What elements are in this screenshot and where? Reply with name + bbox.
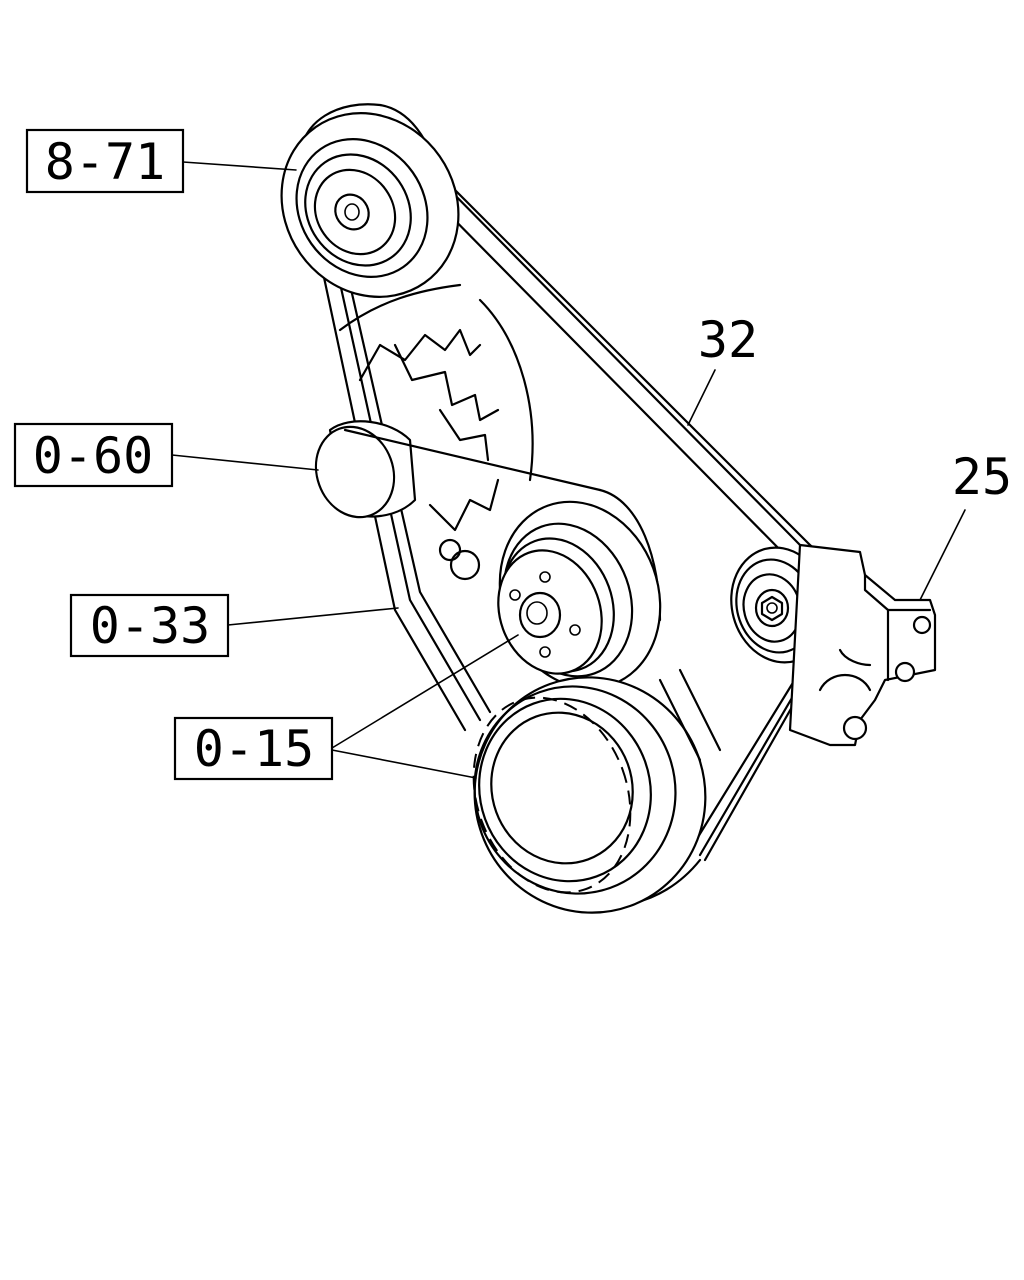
tensioner-bracket (788, 543, 937, 747)
crankshaft-pulley (472, 668, 722, 914)
callout-25: 25 (952, 448, 1012, 506)
callout-0-60: 0-60 (13, 422, 174, 488)
callout-0-33-text: 0-33 (90, 597, 210, 655)
water-pump-pulley (497, 500, 662, 690)
bracket-plate (338, 283, 534, 581)
callout-0-33: 0-33 (69, 593, 230, 658)
callout-0-60-text: 0-60 (33, 427, 153, 485)
tension-roller (314, 420, 662, 622)
callout-8-71: 8-71 (25, 128, 185, 194)
callout-0-15-text: 0-15 (194, 720, 314, 778)
top-idler-pulley (280, 112, 460, 298)
callout-32: 32 (698, 311, 758, 369)
callout-8-71-text: 8-71 (45, 133, 165, 191)
callout-0-15: 0-15 (173, 716, 334, 781)
leader-lines (171, 161, 966, 779)
